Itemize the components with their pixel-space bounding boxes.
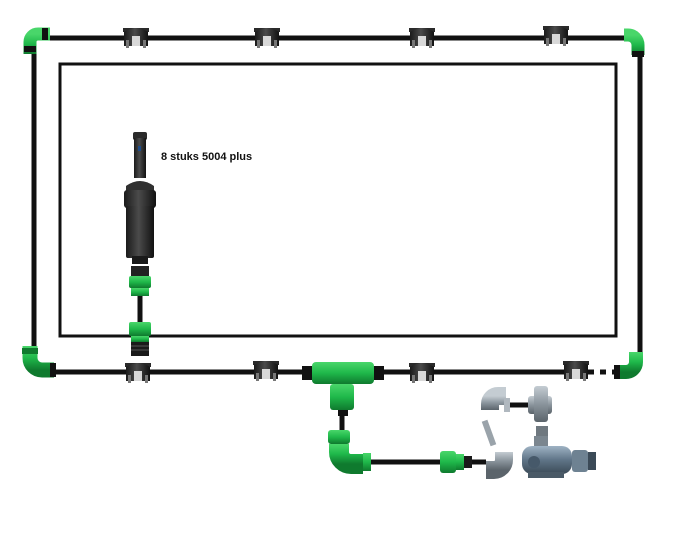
elbow-fitting-icon [328, 430, 371, 474]
compression-coupling-icon [129, 266, 151, 296]
pop-up-sprinkler-icon [124, 132, 156, 264]
pvc-elbow-icon [481, 387, 510, 412]
saddle-clamp-icon [409, 363, 435, 383]
elbow-fitting-icon [23, 27, 50, 54]
tee-fitting-icon [302, 362, 384, 416]
compression-coupling-icon [440, 451, 472, 473]
saddle-clamp-icon [125, 363, 151, 383]
compression-coupling-icon [129, 322, 151, 356]
pvc-tee-icon [528, 386, 552, 436]
pump-icon [522, 436, 596, 478]
elbow-fitting-icon [22, 346, 56, 378]
pipe-gap [594, 368, 600, 376]
saddle-clamp-icon [253, 361, 279, 381]
elbow-fitting-icon [624, 28, 645, 57]
saddle-clamp-icon [563, 361, 589, 381]
lawn-area-outline [58, 62, 618, 338]
saddle-clamp-icon [543, 26, 569, 46]
saddle-clamp-icon [254, 28, 280, 48]
pipe-gap [606, 368, 612, 376]
saddle-clamp-icon [409, 28, 435, 48]
saddle-clamp-icon [123, 28, 149, 48]
pvc-pipe-segment [481, 419, 497, 447]
sprinkler-caption: 8 stuks 5004 plus [161, 151, 253, 163]
pvc-elbow-icon [486, 452, 513, 479]
elbow-fitting-icon [614, 352, 643, 379]
